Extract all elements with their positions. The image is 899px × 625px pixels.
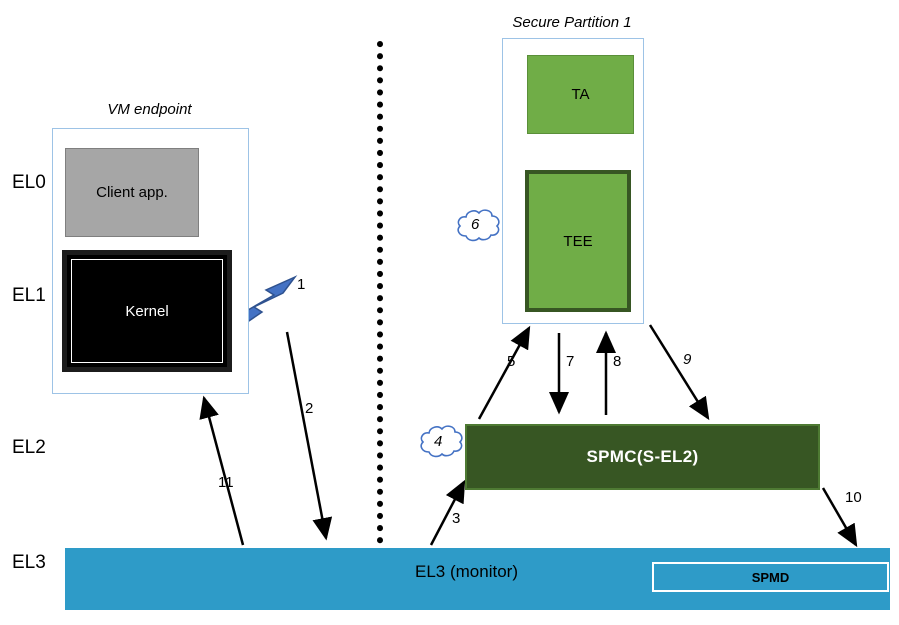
ta-label: TA <box>571 86 590 103</box>
spmd-label: SPMD <box>751 569 790 585</box>
step-3-label: 3 <box>452 510 461 527</box>
step-9-label: 9 <box>683 351 692 368</box>
el3-monitor-label: EL3 (monitor) <box>415 562 518 581</box>
step-7-label: 7 <box>566 353 575 370</box>
client-app-box: Client app. <box>65 148 199 237</box>
step-11-label: 11 <box>218 474 234 491</box>
arrow-5 <box>477 325 531 420</box>
level-label-el1: EL1 <box>12 285 46 306</box>
arrow-9 <box>648 324 710 421</box>
step-2-label: 2 <box>305 400 314 417</box>
spmc-label: SPMC(S-EL2) <box>586 447 699 466</box>
client-app-label: Client app. <box>96 184 168 201</box>
vm-endpoint-title: VM endpoint <box>107 101 192 118</box>
level-label-el2: EL2 <box>12 437 46 458</box>
lightning-icon <box>241 275 298 327</box>
spmd-box: SPMD <box>652 562 889 592</box>
level-label-el3: EL3 <box>12 552 46 573</box>
arrow-2 <box>285 331 333 541</box>
step-4-label: 4 <box>434 433 443 450</box>
step-5-label: 5 <box>507 353 516 370</box>
step-6-label: 6 <box>471 216 480 233</box>
arrow-11 <box>199 395 245 546</box>
ta-box: TA <box>527 55 634 134</box>
step-1-label: 1 <box>297 276 306 293</box>
kernel-box: Kernel <box>62 250 232 372</box>
tee-label: TEE <box>563 232 593 250</box>
el3-monitor-bar: EL3 (monitor) SPMD <box>65 548 890 610</box>
step-10-label: 10 <box>845 489 862 506</box>
kernel-label: Kernel <box>71 259 223 363</box>
step-8-label: 8 <box>613 353 622 370</box>
tee-box: TEE <box>525 170 631 312</box>
level-label-el0: EL0 <box>12 172 46 193</box>
secure-partition-title: Secure Partition 1 <box>512 14 632 31</box>
spmc-box: SPMC(S-EL2) <box>465 424 820 490</box>
